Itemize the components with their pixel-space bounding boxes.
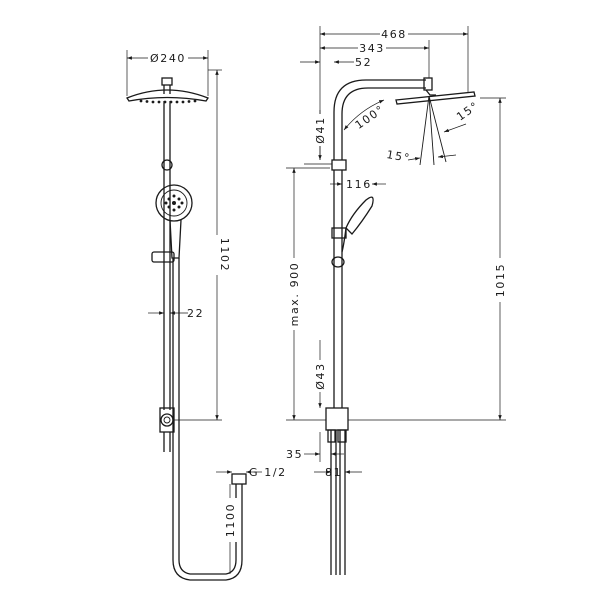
overhead-shower-head [126, 77, 209, 104]
dim-label-tilt-angle-right: 15° [454, 99, 481, 124]
dim-label-inlet-offset: 35 [286, 448, 303, 461]
hose-outer [172, 258, 243, 581]
dim-handshower-offset: 116 [330, 178, 386, 191]
side-view: 468 343 52 Ø41 100° [286, 26, 507, 575]
dim-label-arm-offset: 52 [355, 56, 372, 69]
dim-label-handshower-offset: 116 [346, 178, 372, 191]
dim-connection-thread: G 1/2 [216, 466, 287, 479]
dim-label-tilt-angle-left: 15° [386, 148, 412, 165]
dim-label-head-height: 1015 [494, 263, 507, 297]
riser-with-arm [325, 79, 426, 575]
front-view: Ø240 1102 22 G 1/2 1100 [126, 50, 287, 581]
dim-label-pipe-diameter-top: Ø41 [314, 116, 327, 143]
hose [178, 258, 237, 575]
dim-slide-range: max. 900 [286, 167, 330, 421]
dim-head-height: 1015 [348, 97, 507, 421]
side-hand-shower [331, 196, 374, 253]
hose-connector [231, 473, 247, 485]
dim-label-overall-reach: 468 [381, 28, 407, 41]
dim-label-head-diameter: Ø240 [150, 52, 186, 65]
dim-label-hose-length: 1100 [224, 503, 237, 537]
riser-pipe [159, 101, 175, 452]
dim-arm-offset: 52 [300, 56, 372, 69]
dim-label-rail-offset: 22 [187, 307, 204, 320]
dim-label-pipe-diameter-bottom: Ø43 [314, 362, 327, 389]
dim-pipe-diameter-bottom: Ø43 [313, 340, 327, 408]
dim-label-arm-reach: 343 [359, 42, 385, 55]
dim-label-total-height: 1102 [218, 238, 231, 272]
dim-arm-angle: 100° [343, 99, 387, 132]
dim-pipe-diameter-top: Ø41 [304, 110, 332, 165]
hand-shower [151, 184, 193, 263]
dim-arm-reach: 343 [320, 40, 430, 78]
dim-tilt-angle-right: 15° [443, 99, 482, 133]
dim-head-diameter: Ø240 [126, 50, 209, 96]
dim-label-slide-range: max. 900 [288, 262, 301, 327]
dim-total-height: 1102 [174, 69, 231, 421]
dim-rail-offset: 22 [148, 307, 204, 320]
dim-tilt-angle-left: 15° [386, 148, 457, 165]
tilted-shower-head [395, 77, 476, 166]
dim-hose-length: 1100 [223, 484, 237, 574]
dim-label-connection-thread: G 1/2 [249, 466, 287, 479]
dim-label-inlet-spacing: 81 [325, 466, 342, 479]
dim-inlet-offset: 35 [286, 432, 344, 462]
dim-overall-reach: 468 [319, 26, 469, 160]
dim-inlet-spacing: 81 [314, 466, 362, 479]
